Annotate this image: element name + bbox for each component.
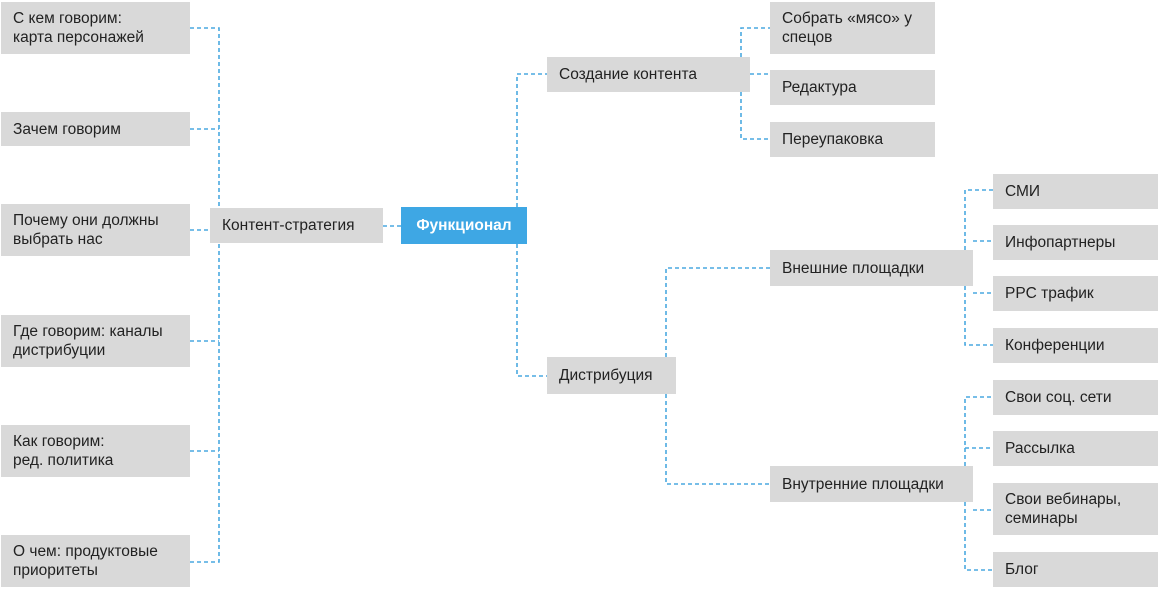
content-item-editing: Редактура [770,70,935,105]
connector [964,502,993,571]
external-item-conferences: Конференции [993,328,1158,363]
connector [516,73,547,207]
connector [964,396,993,466]
connector [665,267,770,357]
connector [665,394,770,485]
content-strategy-node: Контент-стратегия [210,208,383,243]
connector [740,92,770,140]
external-item-infopartners: Инфопартнеры [993,225,1158,260]
strategy-item-personas: С кем говорим:карта персонажей [1,2,190,54]
internal-item-social: Свои соц. сети [993,380,1158,415]
internal-platforms-node: Внутренние площадки [770,466,973,502]
strategy-item-editorial: Как говорим:ред. политика [1,425,190,477]
connector [190,27,220,563]
internal-item-webinars: Свои вебинары,семинары [993,483,1158,535]
external-platforms-node: Внешние площадки [770,250,973,286]
content-creation-node: Создание контента [547,57,750,92]
connector [964,286,993,346]
strategy-item-why-talk: Зачем говорим [1,112,190,146]
internal-item-newsletter: Рассылка [993,431,1158,466]
internal-item-blog: Блог [993,552,1158,587]
connector [516,244,547,377]
root-node: Функционал [401,207,527,244]
connector [740,27,770,57]
external-item-media: СМИ [993,174,1158,209]
connector [964,189,993,250]
content-item-repackaging: Переупаковка [770,122,935,157]
distribution-node: Дистрибуция [547,357,676,394]
external-item-ppc: PPC трафик [993,276,1158,311]
